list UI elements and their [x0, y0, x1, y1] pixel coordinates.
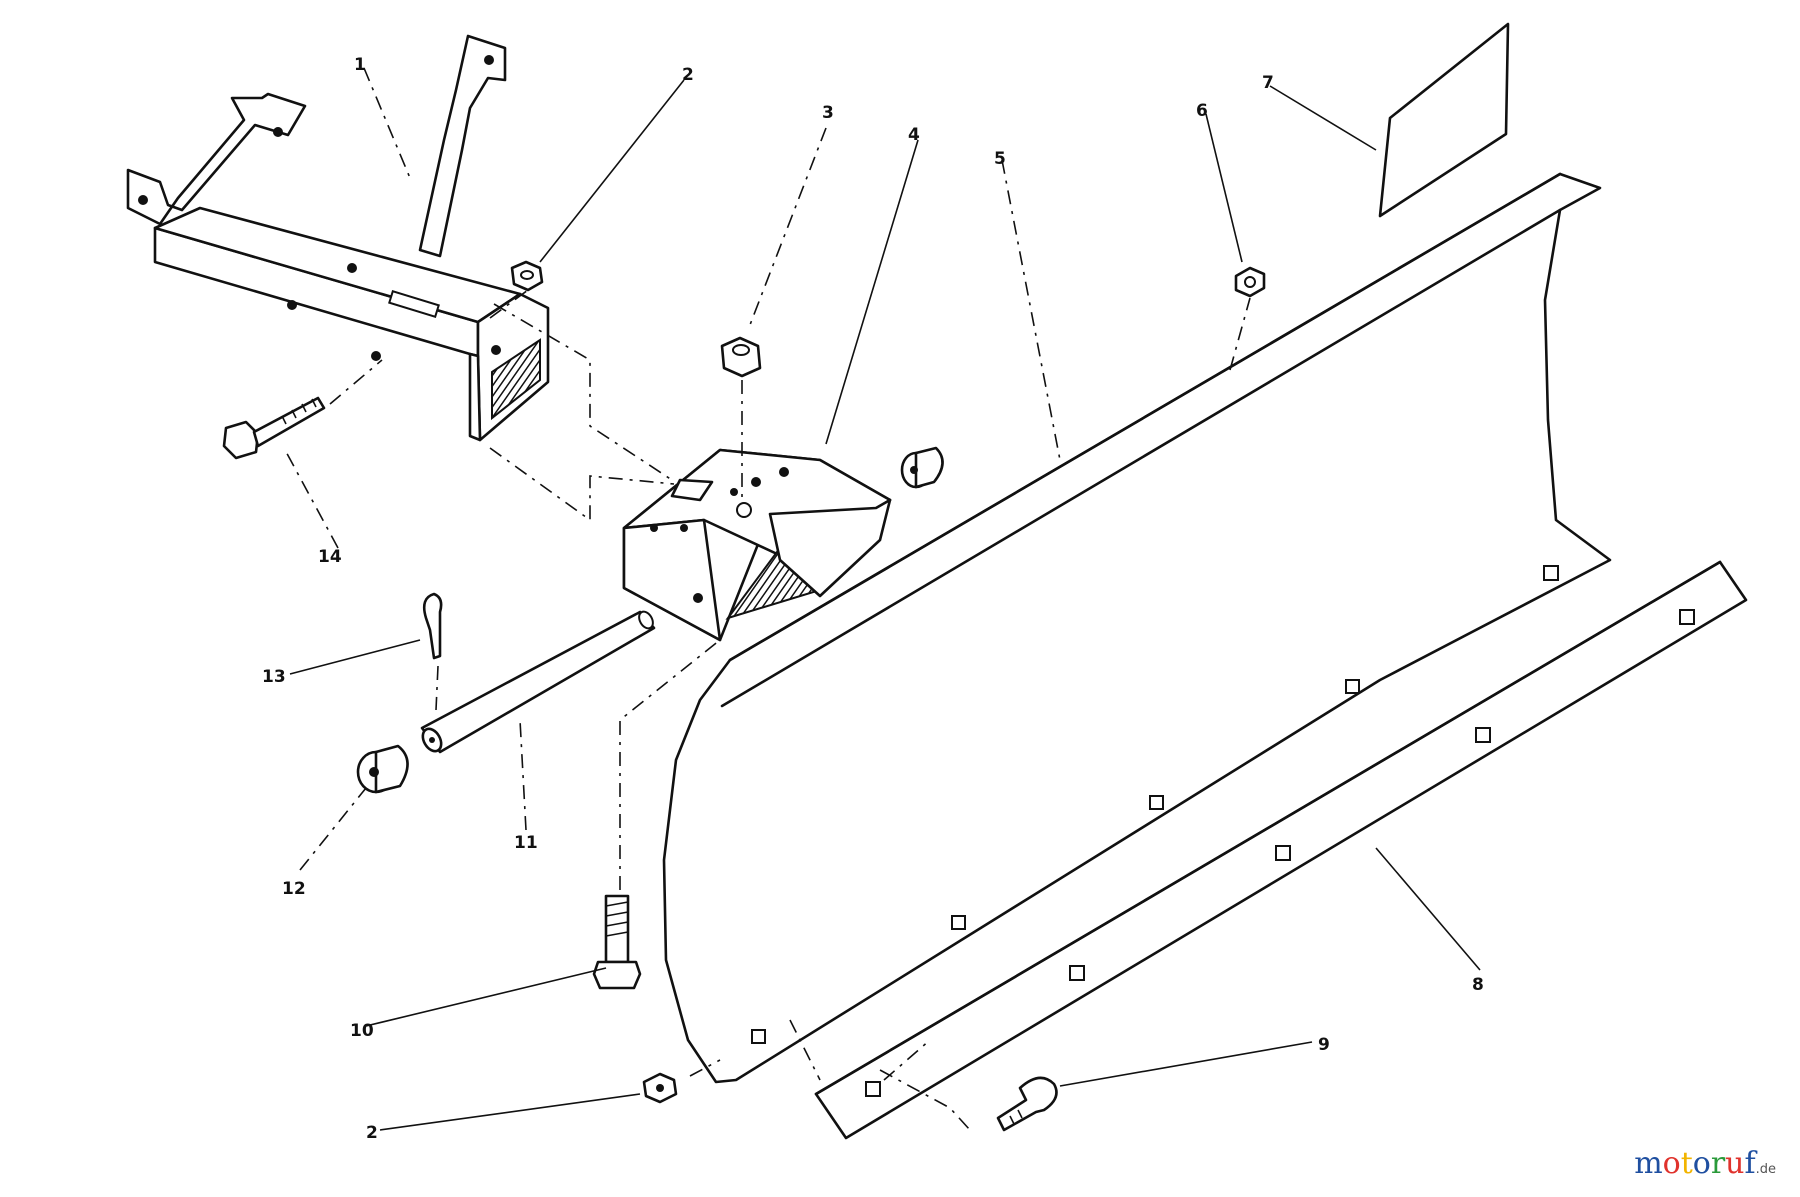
callout-2-top: 2 [682, 65, 694, 85]
callout-labels: 1 2 3 4 5 6 7 8 9 10 11 12 13 14 2 [262, 55, 1484, 1143]
logo-letter-t: t [1680, 1146, 1693, 1181]
callout-3: 3 [822, 103, 834, 123]
logo-letter-r: r [1710, 1146, 1726, 1181]
pivot-bracket-part [622, 448, 892, 642]
spacer-part-right [900, 446, 944, 489]
motoruf-logo: motoruf.de [1634, 1146, 1776, 1181]
callout-14: 14 [318, 547, 342, 567]
logo-letter-m: m [1634, 1146, 1663, 1181]
callout-9: 9 [1318, 1035, 1330, 1055]
bolt-part-10 [592, 894, 642, 990]
logo-domain: .de [1755, 1162, 1776, 1177]
callout-11: 11 [514, 833, 538, 853]
pivot-pin-part [420, 610, 656, 754]
mounting-frame-part [126, 34, 550, 442]
logo-letter-u: u [1725, 1146, 1745, 1181]
callout-2-bottom: 2 [366, 1123, 378, 1143]
leader-lines [283, 67, 1481, 1131]
nut-part-6 [1234, 266, 1266, 298]
nut-part-top [510, 260, 544, 292]
spacer-part-12 [356, 744, 409, 794]
decal-part [1378, 22, 1510, 218]
callout-13: 13 [262, 667, 286, 687]
nut-part-3 [720, 336, 762, 378]
nut-part-bottom [642, 1072, 678, 1104]
callout-10: 10 [350, 1021, 374, 1041]
hex-bolt-part [222, 396, 326, 460]
assembly-lines [329, 289, 1251, 1131]
callout-8: 8 [1472, 975, 1484, 995]
callout-5: 5 [994, 149, 1006, 169]
cutting-edge-part [814, 560, 1748, 1140]
callout-6: 6 [1196, 101, 1208, 121]
logo-letter-f: f [1744, 1146, 1756, 1181]
callout-1: 1 [354, 55, 366, 75]
callout-4: 4 [908, 125, 920, 145]
cotter-pin-part [422, 592, 443, 660]
logo-letter-o: o [1662, 1146, 1681, 1181]
logo-letter-o2: o [1692, 1146, 1711, 1181]
callout-12: 12 [282, 879, 306, 899]
callout-7: 7 [1262, 73, 1274, 93]
blade-part [662, 172, 1612, 1084]
carriage-bolt-part [996, 1076, 1058, 1132]
